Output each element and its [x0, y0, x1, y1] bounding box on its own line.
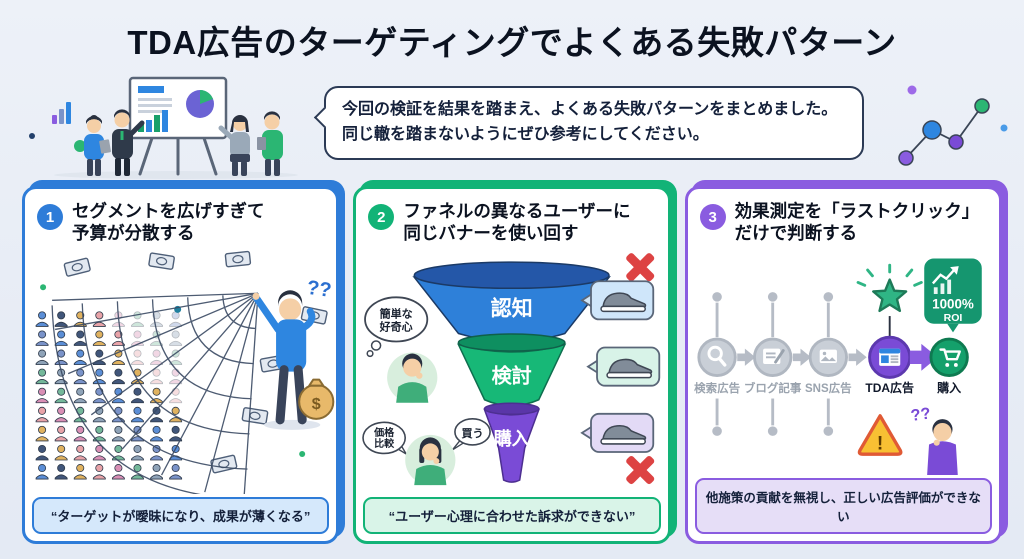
- panel3-title: 効果測定を「ラストクリック」 だけで判断する: [735, 201, 980, 245]
- roi-value: 1000%: [932, 296, 974, 311]
- panel2-number-badge: 2: [368, 204, 395, 230]
- roi-badge: 1000% ROI: [923, 258, 982, 333]
- net: [51, 292, 259, 494]
- dot-decoration: [29, 133, 35, 139]
- banner-awareness: [580, 280, 655, 321]
- net-illustration: ?? $: [35, 250, 335, 494]
- panel2-title-line1: ファネルの異なるユーザーに: [403, 201, 631, 221]
- panel2-caption: “ユーザー心理に合わせた訴求ができない”: [363, 497, 661, 534]
- board-pie-chart: [186, 90, 214, 118]
- speech-bubble-price-compare: 価格 比較: [362, 421, 408, 455]
- person-thinking-woman: [405, 434, 456, 485]
- svg-text:!: !: [877, 433, 883, 454]
- price-text-line2: 比較: [374, 437, 395, 450]
- panel2-title-line2: 同じバナーを使い回す: [403, 222, 579, 243]
- page-title: TDA広告のターゲティングでよくある失敗パターン: [127, 24, 897, 61]
- confusion-question-marks: ??: [909, 404, 931, 425]
- x-mark-icon: [626, 455, 655, 484]
- panel1-title-line1: セグメントを広げすぎて: [72, 201, 265, 221]
- person-presenter-team: [84, 109, 283, 176]
- panel3-header: 3 効果測定を「ラストクリック」 だけで判断する: [688, 189, 999, 247]
- price-text-line1: 価格: [373, 426, 395, 439]
- dot-decoration: [299, 450, 306, 457]
- bar-chart-icon: [52, 102, 71, 124]
- panel3-title-line2: だけで判断する: [734, 222, 858, 243]
- panel1-title: セグメントを広げすぎて 予算が分散する: [72, 201, 265, 245]
- person-confused: [926, 418, 958, 475]
- thought-text-line1: 簡単な: [380, 306, 413, 320]
- growth-chart-icon: [931, 265, 959, 294]
- buy-text: 買う: [462, 427, 484, 440]
- warning-icon: !: [857, 413, 903, 456]
- panel3-title-line1: 効果測定を「ラストクリック」: [734, 201, 980, 221]
- journey-label-sns: SNS広告: [805, 381, 852, 395]
- journey-illustration: 検索広告 ブログ記事: [694, 258, 982, 475]
- tda-browser-icon: [878, 348, 900, 366]
- panel1-number-badge: 1: [37, 204, 63, 230]
- blog-article-icon: [762, 348, 785, 364]
- journey-step-purchase: 購入: [929, 337, 969, 395]
- failure-pattern-panels: 1 セグメントを広げすぎて 予算が分散する: [22, 186, 1002, 544]
- funnel-stage-awareness: 認知: [412, 261, 612, 342]
- journey-label-tda: TDA広告: [865, 380, 914, 395]
- panel1-header: 1 セグメントを広げすぎて 予算が分散する: [25, 189, 336, 247]
- cart-icon: [938, 348, 961, 367]
- journey-step-sns: SNS広告: [805, 291, 852, 436]
- whiteboard: [128, 76, 228, 140]
- funnel-stage-consideration: 検討: [457, 332, 567, 407]
- banner-consideration: [586, 346, 661, 387]
- panel-last-click-only: 3 効果測定を「ラストクリック」 だけで判断する 検索広告: [684, 186, 1002, 544]
- presentation-illustration: [29, 76, 298, 179]
- confusion-question-marks: ??: [305, 277, 332, 302]
- dot-decoration: [40, 284, 47, 291]
- dot-decoration: [74, 140, 86, 152]
- dots-graph-decoration: [898, 85, 1008, 166]
- sns-image-icon: [819, 349, 837, 363]
- journey-step-search: 検索広告: [694, 291, 740, 436]
- x-mark-icon: [626, 252, 655, 281]
- journey-label-blog: ブログ記事: [744, 381, 802, 395]
- arrow-icon: [848, 348, 867, 366]
- panel-segment-too-wide: 1 セグメントを広げすぎて 予算が分散する: [22, 186, 340, 544]
- intro-line2: 同じ轍を踏まないようにぜひ参考にしてください。: [342, 125, 709, 143]
- funnel-label-purchase: 購入: [493, 428, 530, 449]
- person-thinking-man: [387, 352, 438, 403]
- dollar-sign: $: [312, 395, 321, 413]
- board-bar-chart: [138, 110, 168, 132]
- panel1-caption: “ターゲットが曖昧になり、成果が薄くなる”: [32, 497, 330, 534]
- money-bag-icon: $: [298, 378, 335, 420]
- intro-speech-bubble: 今回の検証を結果を踏まえ、よくある失敗パターンをまとめました。 同じ轍を踏まない…: [324, 86, 864, 160]
- banner-purchase: [580, 412, 655, 453]
- audience-icon-grid: [35, 311, 183, 480]
- roi-label: ROI: [943, 312, 962, 324]
- panel1-title-line2: 予算が分散する: [72, 222, 195, 243]
- person-shadow: [264, 419, 321, 430]
- panel2-header: 2 ファネルの異なるユーザーに 同じバナーを使い回す: [356, 189, 667, 247]
- journey-step-blog: ブログ記事: [744, 291, 802, 436]
- easel-legs: [138, 136, 218, 176]
- funnel-label-consideration: 検討: [492, 363, 532, 387]
- thought-bubble-curiosity: 簡単な 好奇心: [364, 296, 429, 357]
- magnifier-icon: [707, 345, 727, 367]
- intro-line1: 今回の検証を結果を踏まえ、よくある失敗パターンをまとめました。: [342, 101, 838, 118]
- thought-text-line2: 好奇心: [379, 319, 413, 333]
- panel3-number-badge: 3: [699, 204, 726, 230]
- funnel-illustration: 認知 検討 購入: [362, 252, 661, 485]
- journey-label-search: 検索広告: [694, 381, 740, 395]
- panel3-caption: 他施策の貢献を無視し、正しい広告評価ができない: [694, 478, 992, 534]
- star-icon: [856, 263, 923, 312]
- funnel-stage-purchase: 購入: [483, 402, 541, 483]
- funnel-label-awareness: 認知: [491, 295, 533, 320]
- arrow-icon: [736, 348, 756, 366]
- speech-bubble-buy: 買う: [452, 417, 492, 451]
- panel-same-banner-funnel: 2 ファネルの異なるユーザーに 同じバナーを使い回す: [353, 186, 671, 544]
- arrow-icon: [792, 348, 811, 366]
- panel2-title: ファネルの異なるユーザーに 同じバナーを使い回す: [403, 201, 630, 245]
- journey-step-tda: TDA広告: [865, 315, 914, 395]
- journey-label-purchase: 購入: [936, 380, 961, 395]
